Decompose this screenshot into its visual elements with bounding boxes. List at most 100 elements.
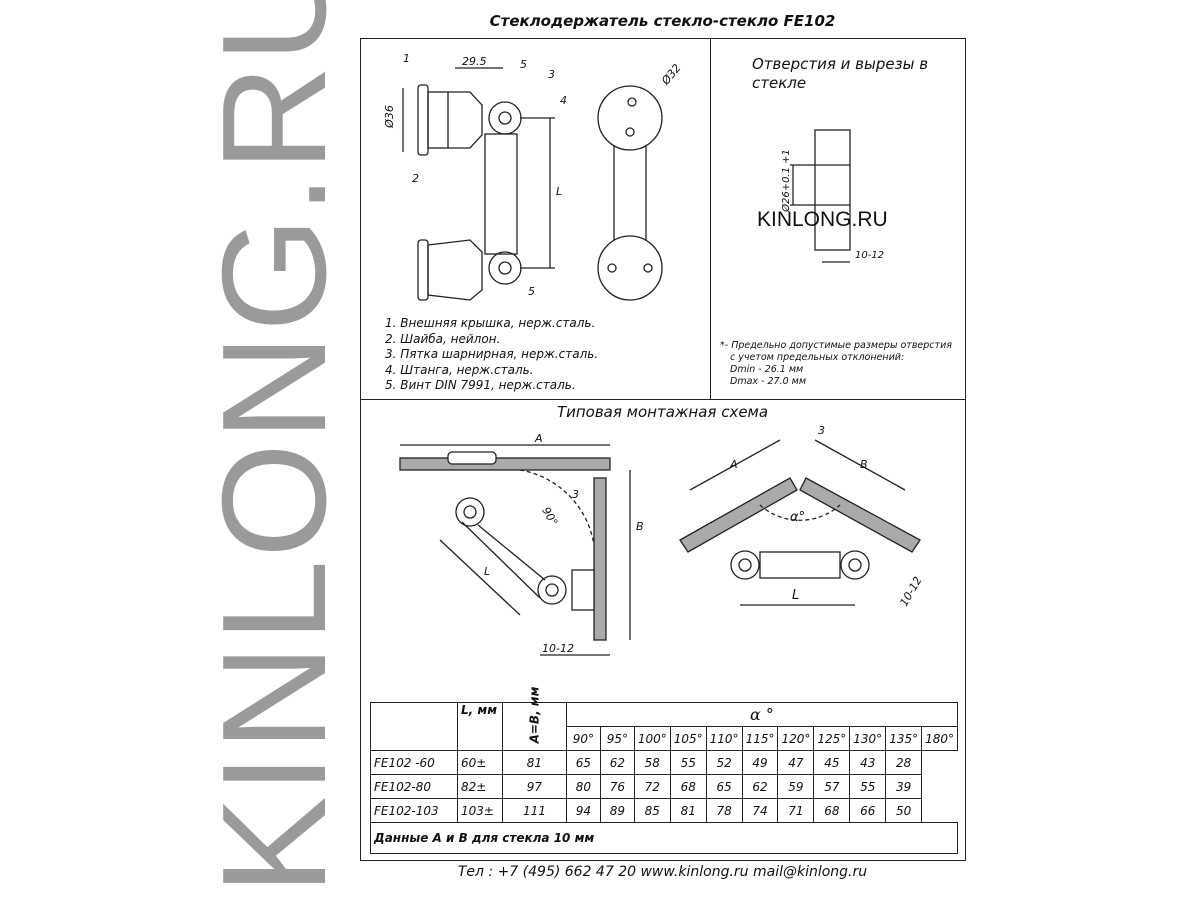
- alpha-header: α °: [565, 702, 959, 727]
- side-view-drawing: [402, 67, 555, 301]
- angle-header: 110°: [705, 726, 743, 751]
- table-cell: 89: [599, 798, 635, 823]
- contacts-footer: Тел : +7 (495) 662 47 20 www.kinlong.ru …: [457, 864, 868, 880]
- dim-label: L: [556, 185, 563, 198]
- dim-label: B: [860, 458, 868, 471]
- table-cell: 80: [565, 774, 601, 799]
- tolerance-note: *- Предельно допустимые размеры отверсти…: [720, 340, 952, 388]
- table-cell: FE102 -60: [370, 750, 458, 775]
- table-cell: FE102-103: [370, 798, 458, 823]
- table-cell: 111: [502, 798, 567, 823]
- dim-label: 10-12: [542, 642, 574, 655]
- table-cell: 76: [599, 774, 635, 799]
- l-header: L, мм: [457, 702, 503, 751]
- angle-header: 125°: [813, 726, 851, 751]
- hole-section-drawing: [790, 129, 851, 263]
- table-cell: 78: [705, 798, 743, 823]
- table-cell: 65: [705, 774, 743, 799]
- dim-label: 3: [572, 488, 579, 501]
- callout: 1: [403, 52, 410, 65]
- callout: 5: [528, 285, 535, 298]
- dim-label: 29.5: [462, 55, 487, 68]
- drawing-frame: [360, 38, 966, 861]
- part-item: 4. Штанга, нерж.сталь.: [385, 362, 534, 377]
- dim-label: A: [730, 458, 738, 471]
- front-view-drawing: [597, 85, 663, 301]
- note-line: Dmin - 26.1 мм: [730, 364, 804, 375]
- angle-label: α°: [790, 510, 806, 525]
- callout: 2: [412, 172, 419, 185]
- table-cell: 62: [599, 750, 635, 775]
- scheme-title: Типовая монтажная схема: [556, 403, 769, 421]
- note-line: Dmax - 27.0 мм: [730, 376, 806, 387]
- table-cell: 57: [813, 774, 851, 799]
- part-item: 1. Внешняя крышка, нерж.сталь.: [385, 316, 596, 330]
- callout: 5: [520, 58, 527, 71]
- sizes-table: L, мм A=B, мм α ° 90°95°100°105°110°115°…: [370, 687, 959, 854]
- table-cell: 28: [885, 750, 923, 775]
- angle-header: 90°: [565, 726, 601, 751]
- part-item: 5. Винт DIN 7991, нерж.сталь.: [385, 378, 576, 392]
- table-cell: 52: [705, 750, 743, 775]
- table-cell: 74: [741, 798, 779, 823]
- dim-label: L: [792, 588, 800, 603]
- angle-header: 120°: [777, 726, 815, 751]
- table-cell: FE102-80: [370, 774, 458, 799]
- table-cell: 94: [565, 798, 601, 823]
- table-cell: 43: [849, 750, 887, 775]
- angle-header: 130°: [849, 726, 887, 751]
- angle-header: 95°: [599, 726, 635, 751]
- dim-label: B: [636, 520, 644, 533]
- table-cell: 59: [777, 774, 815, 799]
- angle-header: 180°: [921, 726, 958, 751]
- angle-header: 135°: [885, 726, 923, 751]
- part-item: 2. Шайба, нейлон.: [385, 331, 501, 346]
- table-cell: 72: [633, 774, 671, 799]
- holes-title: Отверстия и вырезы в стекле: [752, 55, 929, 92]
- dim-label: L: [484, 565, 491, 578]
- table-cell: 68: [813, 798, 851, 823]
- table-cell: 81: [502, 750, 567, 775]
- table-footnote: Данные А и В для стекла 10 мм: [370, 822, 958, 854]
- table-cell: 47: [777, 750, 815, 775]
- table-cell: 39: [885, 774, 923, 799]
- ab-header: A=B, мм: [527, 686, 542, 744]
- mounting-scheme-alpha: [679, 439, 921, 606]
- angle-header: 100°: [633, 726, 671, 751]
- table-cell: 103±: [457, 798, 503, 823]
- page-title: Стеклодержатель стекло-стекло FE102: [489, 12, 836, 30]
- note-line: *- Предельно допустимые размеры отверсти…: [720, 340, 952, 351]
- divider: [710, 38, 711, 400]
- angle-header: 105°: [669, 726, 707, 751]
- table-cell: 71: [777, 798, 815, 823]
- table-cell: 81: [669, 798, 707, 823]
- angle-header: 115°: [741, 726, 779, 751]
- divider: [360, 399, 966, 400]
- dim-label: 3: [818, 424, 825, 437]
- callout: 3: [548, 68, 555, 81]
- table-cell: 82±: [457, 774, 503, 799]
- table-cell: 49: [741, 750, 779, 775]
- table-cell: 55: [669, 750, 707, 775]
- dim-label: 10-12: [855, 250, 885, 261]
- part-item: 3. Пятка шарнирная, нерж.сталь.: [385, 347, 599, 361]
- mounting-scheme-90: [399, 444, 631, 656]
- table-cell: 62: [741, 774, 779, 799]
- dim-label: A: [535, 432, 543, 445]
- table-cell: 66: [849, 798, 887, 823]
- dim-label: Ø26+0.1 +1: [780, 149, 792, 212]
- table-cell: 85: [633, 798, 671, 823]
- table-cell: 45: [813, 750, 851, 775]
- callout: 4: [560, 94, 567, 107]
- dim-label: Ø36: [382, 105, 396, 128]
- table-cell: 50: [885, 798, 923, 823]
- parts-list: 1. Внешняя крышка, нерж.сталь. 2. Шайба,…: [385, 316, 598, 394]
- note-line: с учетом предельных отклонений:: [730, 352, 905, 363]
- table-cell: 60±: [457, 750, 503, 775]
- table-cell: 68: [669, 774, 707, 799]
- table-cell: 97: [502, 774, 567, 799]
